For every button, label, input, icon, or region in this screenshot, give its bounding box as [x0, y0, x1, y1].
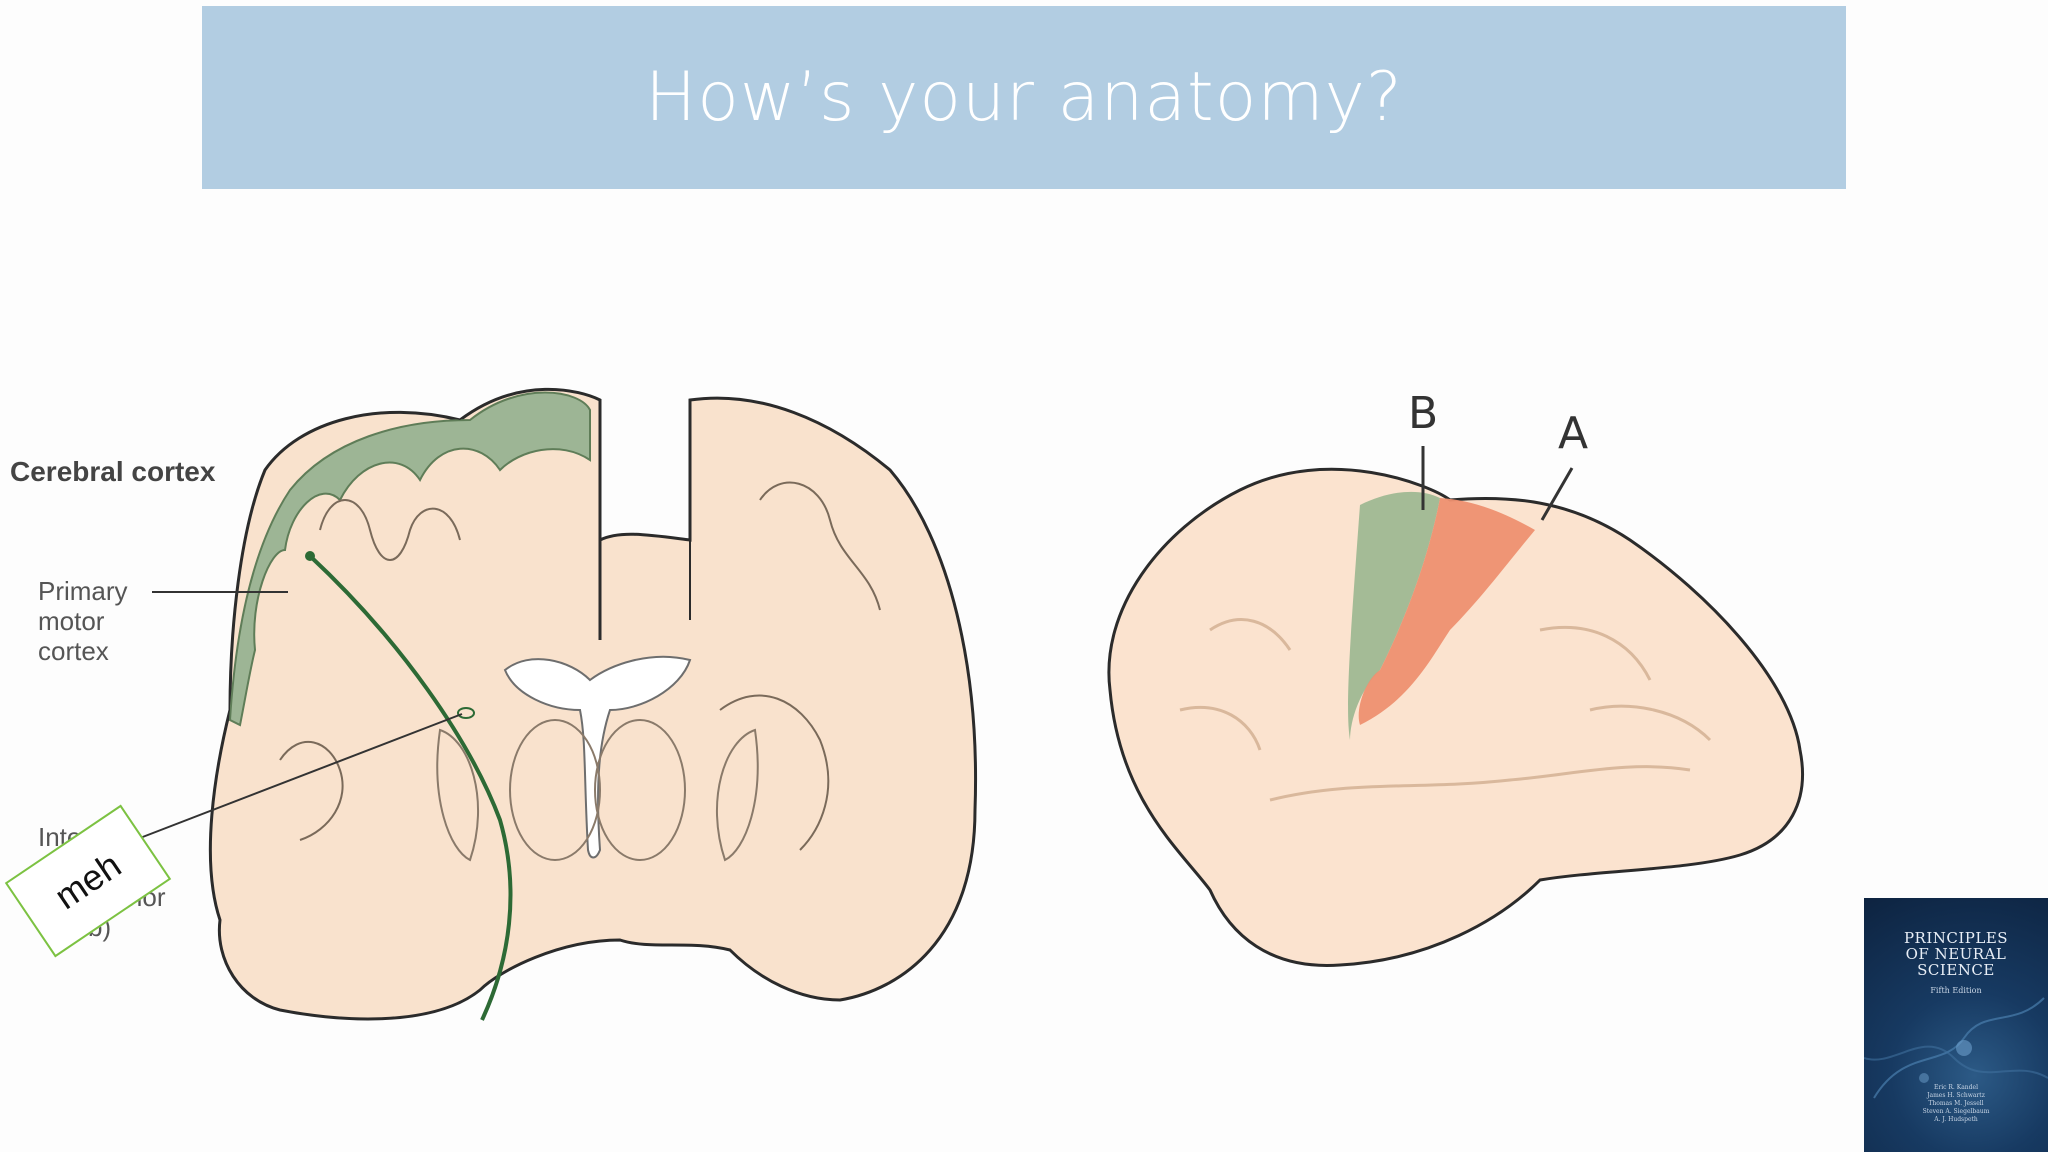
book-title-line: OF NEURAL — [1905, 945, 2007, 963]
book-title: PRINCIPLES OF NEURAL SCIENCE — [1864, 930, 2048, 978]
internal-capsule-leader-line — [139, 713, 463, 839]
motor-cortex-green-region — [228, 391, 591, 727]
slide-title-band: How’s your anatomy? — [202, 6, 1846, 189]
book-author: A. J. Hudspeth — [1934, 1116, 1978, 1123]
slide-title: How’s your anatomy? — [645, 58, 1403, 137]
brain-outline — [1107, 467, 1804, 967]
book-author: Steven A. Siegelbaum — [1922, 1108, 1990, 1115]
region-a-orange — [1358, 498, 1535, 725]
label-line: motor — [38, 606, 105, 636]
region-b-green — [1348, 491, 1440, 740]
label-a-leader — [1540, 467, 1574, 521]
coronal-brain-section-image — [139, 387, 977, 1021]
cerebral-cortex-label: Cerebral cortex — [10, 456, 216, 487]
book-authors: Eric R. Kandel James H. Schwartz Thomas … — [1864, 1084, 2048, 1124]
book-title-line: SCIENCE — [1917, 961, 1995, 979]
meh-annotation-text: meh — [47, 844, 129, 918]
primary-motor-cortex-label: Primary motor cortex — [38, 576, 198, 666]
ventricles — [503, 655, 692, 859]
book-cover-image: PRINCIPLES OF NEURAL SCIENCE Fifth Editi… — [1864, 898, 2048, 1152]
book-author: James H. Schwartz — [1927, 1092, 1985, 1099]
label-line: cortex — [38, 636, 109, 666]
region-a-label: A — [1558, 408, 1589, 459]
book-cover-network-art — [1864, 997, 2048, 1099]
lateral-brain-image — [1107, 446, 1804, 967]
book-edition: Fifth Edition — [1930, 986, 1982, 995]
label-line: Primary — [38, 576, 128, 606]
book-title-line: PRINCIPLES — [1903, 929, 2009, 947]
book-author: Eric R. Kandel — [1933, 1084, 1978, 1091]
region-b-label: B — [1408, 388, 1439, 439]
corticospinal-tract-line — [308, 554, 513, 1021]
book-author: Thomas M. Jessell — [1928, 1100, 1984, 1107]
